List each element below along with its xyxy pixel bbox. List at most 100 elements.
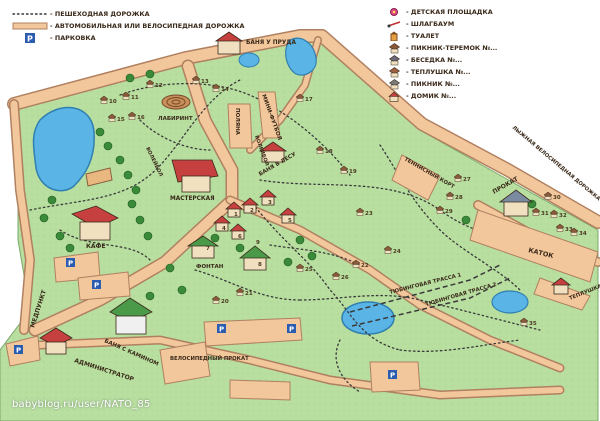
gazebo-marker: 25 (295, 263, 313, 273)
parking-icon: P (10, 33, 50, 43)
barrier-icon (382, 20, 406, 28)
toilet-icon (382, 31, 406, 41)
rental-building (498, 189, 534, 217)
legend-item-parking: P - ПАРКОВКА (10, 32, 244, 44)
gazebo-number: 35 (529, 321, 537, 327)
gazebo-marker: 26 (331, 271, 349, 281)
tennis-court-left (391, 154, 441, 201)
cabin-icon (382, 91, 406, 102)
legend-label: - ШЛАГБАУМ (406, 20, 455, 28)
cabin-number: 3 (268, 200, 272, 206)
legend-item-barrier: - ШЛАГБАУМ (382, 18, 497, 30)
svg-text:P: P (27, 35, 33, 44)
legend-label: - ПИКНИК №... (406, 80, 460, 88)
svg-text:P: P (94, 282, 99, 290)
svg-text:P: P (16, 347, 21, 355)
gazebo-number: 13 (201, 79, 209, 85)
parking-icon: P (388, 370, 397, 380)
sport-areas (159, 91, 599, 385)
gazebo-number: 26 (341, 275, 349, 281)
gazebo-marker: 20 (211, 295, 229, 305)
gazebo-number: 10 (109, 99, 117, 105)
gazebo-marker: 34 (569, 227, 587, 237)
velo-rental-area (159, 341, 211, 385)
gazebo-marker: 15 (107, 113, 125, 123)
legend-right: - ДЕТСКАЯ ПЛОЩАДКА - ШЛАГБАУМ - ТУАЛЕТ -… (382, 6, 497, 102)
gazebo-number: 21 (245, 291, 253, 297)
cabin-cluster-5 (278, 207, 298, 224)
parking-icon: P (92, 280, 101, 290)
gazebo-marker: 11 (121, 91, 139, 101)
polyana-field (227, 103, 253, 149)
legend-item-teplushka: - ТЕПЛУШКА №... (382, 66, 497, 78)
label-banya-prud: БАНЯ У ПРУДА (246, 40, 296, 46)
legend-label: - ДЕТСКАЯ ПЛОЩАДКА (406, 8, 493, 16)
bathhouse-with-fireplace (109, 297, 153, 335)
legend-label: - ПЕШЕХОДНАЯ ДОРОЖКА (50, 10, 150, 18)
cabin-number: 2 (250, 208, 254, 214)
gazebo-number: 27 (463, 177, 471, 183)
parking-icon: P (217, 324, 226, 334)
gazebo-marker: 14 (211, 83, 229, 93)
label-labirint: ЛАБИРИНТ (158, 116, 193, 122)
labyrinth (161, 94, 191, 110)
legend-item-gazebo: - БЕСЕДКА №... (382, 54, 497, 66)
legend-item-cabin: - ДОМИК №... (382, 90, 497, 102)
cabin-green (238, 245, 272, 271)
cabin-number: 7 (206, 246, 210, 252)
cafe (71, 205, 119, 241)
label-kafe: КАФЕ (86, 243, 106, 250)
gazebo-number: 29 (445, 209, 453, 215)
gazebo-marker: 31 (531, 207, 549, 217)
legend-item-playground: - ДЕТСКАЯ ПЛОЩАДКА (382, 6, 497, 18)
cabin-number: 1 (234, 212, 238, 218)
legend-item-road: - АВТОМОБИЛЬНАЯ ИЛИ ВЕЛОСИПЕДНАЯ ДОРОЖКА (10, 20, 244, 32)
gazebo-icon (382, 42, 406, 54)
gazebo-marker: 30 (543, 191, 561, 201)
gazebo-number: 20 (221, 299, 229, 305)
trees (39, 69, 537, 301)
legend-item-picnic: - ПИКНИК №... (382, 78, 497, 90)
label-velo-prokat: ВЕЛОСИПЕДНЫЙ ПРОКАТ (170, 354, 249, 362)
gazebo-marker: 17 (295, 93, 313, 103)
gazebo-marker: 13 (191, 75, 209, 85)
gazebo-marker: 35 (519, 317, 537, 327)
gazebo-marker: 22 (351, 259, 369, 269)
road-icon (10, 22, 50, 30)
bathhouse-by-pond (214, 31, 244, 55)
legend-item-walking-path: - ПЕШЕХОДНАЯ ДОРОЖКА (10, 8, 244, 20)
mini-football-field (257, 91, 281, 139)
svg-text:P: P (390, 372, 395, 380)
gazebo-number: 16 (137, 115, 145, 121)
teplushka-building (550, 277, 572, 295)
gazebo-marker: 19 (339, 165, 357, 175)
parking-icon: P (66, 258, 75, 268)
cabin-number: 6 (238, 234, 242, 240)
playground-icon (382, 7, 406, 17)
gazebo-marker: 16 (127, 111, 145, 121)
cabin-number: 4 (222, 226, 226, 232)
parking-signs: P P P P P P (14, 258, 397, 380)
gazebo-marker: 10 (99, 95, 117, 105)
gazebo-icon (382, 66, 406, 78)
label-masterskaya: МАСТЕРСКАЯ (170, 196, 215, 202)
legend-item-picnic-terem: - ПИКНИК-ТЕРЕМОК №... (382, 42, 497, 54)
gazebo-marker: 33 (555, 223, 573, 233)
legend-label: - ДОМИК №... (406, 92, 457, 100)
big-pond (32, 106, 95, 192)
gazebo-icon (382, 54, 406, 66)
gazebo-number: 22 (361, 263, 369, 269)
legend-left: - ПЕШЕХОДНАЯ ДОРОЖКА - АВТОМОБИЛЬНАЯ ИЛИ… (10, 8, 244, 44)
gazebo-marker: 28 (445, 191, 463, 201)
svg-text:P: P (289, 326, 294, 334)
gazebo-number: 31 (541, 211, 549, 217)
gazebo-marker: 29 (435, 205, 453, 215)
gazebo-marker: 27 (453, 173, 471, 183)
medpunkt-building (39, 327, 73, 355)
gazebo-icon (382, 78, 406, 90)
label-polyana: ПОЛЯНА (234, 108, 240, 136)
gazebo-number: 24 (393, 249, 401, 255)
